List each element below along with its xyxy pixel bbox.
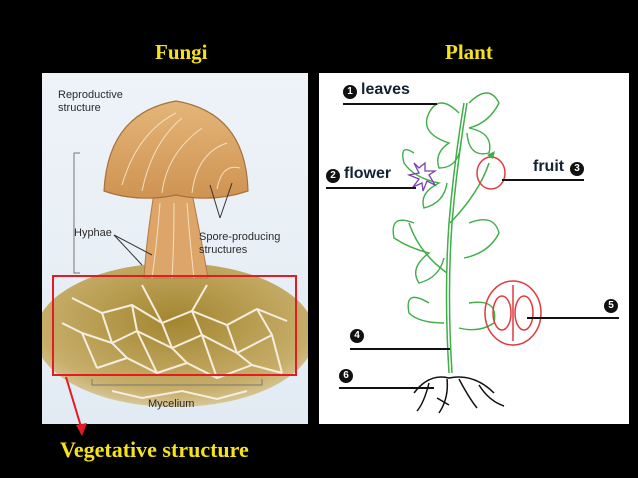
plant-illustration: 1 leaves 2 flower fruit 3 4 5 6: [319, 73, 629, 424]
label-6-number: 6: [339, 369, 353, 383]
spore-label-line1: Spore-producing: [199, 231, 281, 243]
hyphae-pointer-2: [113, 234, 143, 266]
leaves-label: leaves: [361, 81, 410, 98]
flower-label: flower: [344, 165, 392, 182]
mycelium-network: [61, 284, 288, 401]
mushroom-drawing: [42, 100, 308, 407]
label-1-number: 1: [343, 85, 357, 99]
reproductive-label-line2: structure: [58, 102, 101, 114]
mycelium-bracket: [91, 379, 263, 386]
spore-pointer: [209, 184, 221, 219]
roots: [413, 376, 505, 414]
hyphae-pointer: [113, 234, 153, 256]
label-3-number: 3: [570, 162, 584, 176]
cut-fruit-pointer-line: [527, 317, 619, 319]
spore-label-line2: structures: [199, 244, 248, 256]
plant-drawing: [392, 92, 542, 414]
label-5-number: 5: [604, 299, 618, 313]
label-2-number: 2: [326, 169, 340, 183]
fruit-pointer-line: [502, 179, 584, 181]
fungi-illustration: Reproductive structure Hyphae Spore-prod…: [42, 73, 308, 424]
reproductive-structure-label: Reproductive structure: [58, 89, 123, 115]
soil: [42, 263, 308, 407]
hyphae-texture: [121, 112, 241, 279]
fruit: [476, 156, 506, 190]
flower-pointer-line: [326, 187, 416, 189]
fruit-calyx: [487, 151, 495, 159]
vegetative-structure-label: Vegetative structure: [60, 437, 249, 462]
spore-structures-label: Spore-producing structures: [199, 231, 280, 257]
fungi-heading: Fungi: [155, 40, 208, 64]
stem-pointer-line: [350, 348, 450, 350]
leaves-pointer-line: [343, 103, 437, 105]
roots-pointer-line: [339, 387, 434, 389]
label-4-number: 4: [350, 329, 364, 343]
vegetative-highlight-box: [52, 275, 297, 376]
mushroom-cap: [103, 100, 249, 199]
spore-pointer-2: [219, 182, 233, 219]
plant-heading: Plant: [445, 40, 493, 64]
plant-leaves: [392, 92, 500, 331]
fruit-label: fruit: [533, 158, 565, 175]
reproductive-bracket: [73, 152, 80, 274]
mycelium-label: Mycelium: [148, 398, 195, 410]
hyphae-label: Hyphae: [74, 227, 112, 239]
reproductive-label-line1: Reproductive: [58, 89, 123, 101]
plant-stem: [408, 102, 490, 374]
flower: [406, 161, 438, 192]
cut-fruit: [484, 280, 542, 346]
